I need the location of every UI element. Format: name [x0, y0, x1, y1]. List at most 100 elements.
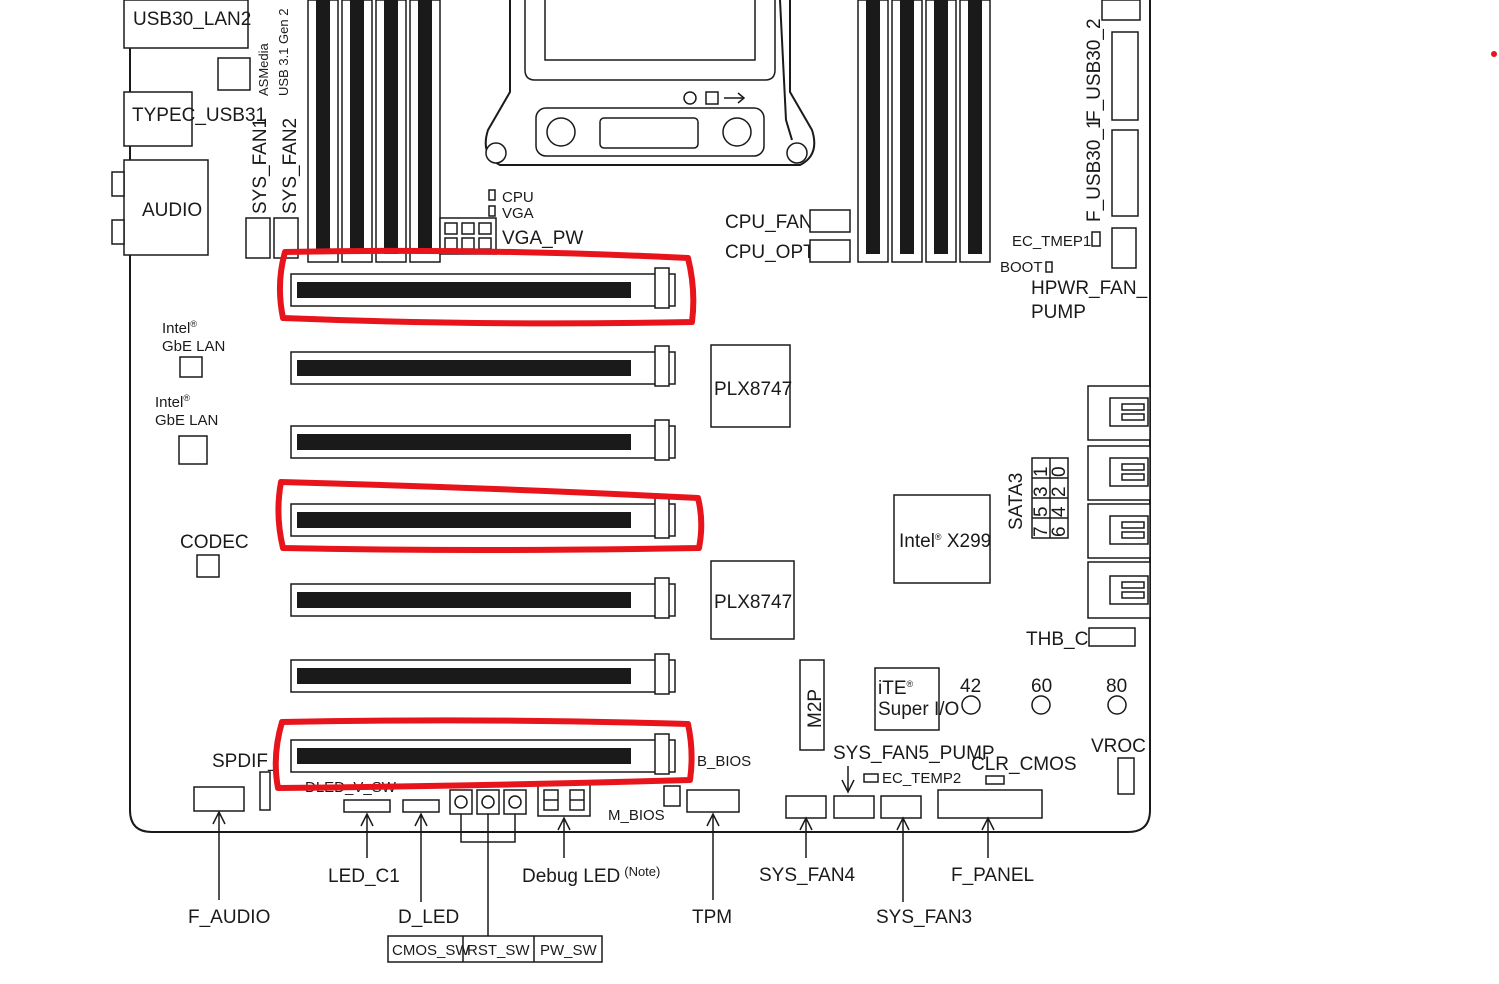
- slot-end: [654, 419, 670, 461]
- socket-lever: [779, 0, 793, 141]
- sata-port-number: 3: [1031, 486, 1052, 497]
- highlight-annotations: [272, 51, 1497, 791]
- standoff-80-label: 80: [1106, 676, 1127, 697]
- led-c1-callout: [360, 812, 374, 858]
- sata-key: [1109, 457, 1149, 487]
- tpm-label: TPM: [692, 907, 732, 928]
- b-bios-label: B_BIOS: [697, 753, 751, 770]
- intel-x299-label: Intel® X299: [899, 531, 991, 552]
- dimm-core: [316, 0, 330, 254]
- pcie-slot-7: [290, 733, 676, 775]
- standoff-42-hole: [961, 695, 981, 715]
- cmos-sw-label: CMOS_SW: [392, 942, 470, 959]
- sata-port-number: 0: [1049, 466, 1070, 477]
- standoff-60-label: 60: [1031, 676, 1052, 697]
- ec-temp2-label: EC_TEMP2: [882, 770, 961, 787]
- f-usb30-1-label: F_USB30_1: [1084, 118, 1105, 222]
- pcie-slot-4: [290, 497, 676, 539]
- gbe-lan2-label: GbE LAN: [155, 412, 218, 429]
- cpu-led: [488, 189, 496, 201]
- socket-tab: [705, 91, 719, 105]
- gbe-lan1-label: GbE LAN: [162, 338, 225, 355]
- plx8747-chip-bottom: [710, 560, 795, 640]
- vroc-label: VROC: [1091, 736, 1146, 757]
- callout-lines: [212, 766, 995, 936]
- spdif-label: SPDIF_: [212, 751, 279, 772]
- codec-label: CODEC: [180, 532, 249, 553]
- ite-label: iTE®: [878, 678, 914, 699]
- sata-pin: [1121, 591, 1145, 599]
- slot-core: [297, 668, 631, 684]
- dimm-core: [900, 0, 914, 254]
- sata-pin: [1121, 463, 1145, 471]
- codec-chip: [196, 554, 220, 578]
- lock-icon: [683, 91, 697, 105]
- debug-led-label: Debug LED(Note): [522, 864, 660, 887]
- mount-hole-right: [786, 142, 808, 164]
- vga-led: [488, 205, 496, 217]
- pcie-slot-6: [290, 653, 676, 695]
- rst-sw-label: RST_SW: [467, 942, 530, 959]
- sys-fan4-header: [785, 795, 827, 819]
- plx8747-bottom-label: PLX8747: [714, 592, 792, 613]
- highlight-slot-4: [275, 479, 705, 553]
- socket-window: [544, 0, 756, 61]
- slot-core: [297, 592, 631, 608]
- slot-core: [297, 512, 631, 528]
- dimm-core: [418, 0, 432, 254]
- boot-led: [1045, 261, 1053, 273]
- pcie-slot-5: [290, 577, 676, 619]
- intel-x299-chip: [893, 494, 991, 584]
- debug-led-callout: [557, 816, 571, 858]
- sata-key: [1109, 575, 1149, 605]
- intel-lan2-label: Intel®: [155, 393, 190, 411]
- f-audio-label: F_AUDIO: [188, 907, 270, 928]
- clr-cmos-label: CLR_CMOS: [971, 754, 1077, 775]
- cpu-fan-header: [809, 209, 851, 233]
- intel-lan1-chip: [179, 356, 203, 378]
- b-bios-chip: [663, 785, 681, 807]
- cpu-opt-label: CPU_OPT: [725, 242, 815, 263]
- m-bios-label: M_BIOS: [608, 807, 665, 824]
- hpwr-fan-header: [1111, 227, 1137, 269]
- f-panel-label: F_PANEL: [951, 865, 1034, 886]
- sata-pin: [1121, 413, 1145, 421]
- switch-label-table: CMOS_SW RST_SW PW_SW: [387, 935, 603, 963]
- dimm-core: [384, 0, 398, 254]
- sys-fan3-header: [880, 795, 922, 819]
- socket-inner: [524, 0, 776, 81]
- sata-pin: [1121, 521, 1145, 529]
- sys-fan1-header: [245, 217, 271, 259]
- sata-pin: [1121, 531, 1145, 539]
- red-dot-marker: [1491, 51, 1497, 57]
- switch-table-outline: [387, 935, 603, 963]
- sata-port-number: 5: [1031, 506, 1052, 517]
- pcie-slots: [290, 267, 676, 775]
- slot-core: [297, 282, 631, 298]
- debug-led-digits: [543, 789, 585, 811]
- tpm-header: [686, 789, 740, 813]
- sata-key: [1109, 397, 1149, 427]
- sata-connectors: [1087, 385, 1151, 619]
- button-center: [481, 795, 495, 809]
- sata-port-number: 1: [1031, 466, 1052, 477]
- sata-pin: [1121, 581, 1145, 589]
- sata-grid-lines: [1032, 458, 1068, 538]
- d-led-header: [402, 799, 440, 813]
- pcie-slot-1: [290, 267, 676, 309]
- f-usb30-2-header: [1111, 31, 1139, 121]
- f-audio-header: [193, 786, 245, 812]
- ec-tmep1-header: [1091, 231, 1101, 247]
- usb30-lan2-label: USB30_LAN2: [133, 9, 251, 30]
- pin: [478, 222, 492, 235]
- audio-jack-tab-top: [111, 171, 125, 197]
- sys-fan2-label: SYS_FAN2: [280, 118, 301, 214]
- slot-end: [654, 577, 670, 619]
- dimm-core: [866, 0, 880, 254]
- pin: [461, 222, 475, 235]
- audio-jack-tab-bottom: [111, 219, 125, 245]
- standoff-80-hole: [1107, 695, 1127, 715]
- dimm-core: [350, 0, 364, 254]
- m2p-label: M2P: [805, 689, 826, 728]
- socket-screw-right: [722, 117, 752, 147]
